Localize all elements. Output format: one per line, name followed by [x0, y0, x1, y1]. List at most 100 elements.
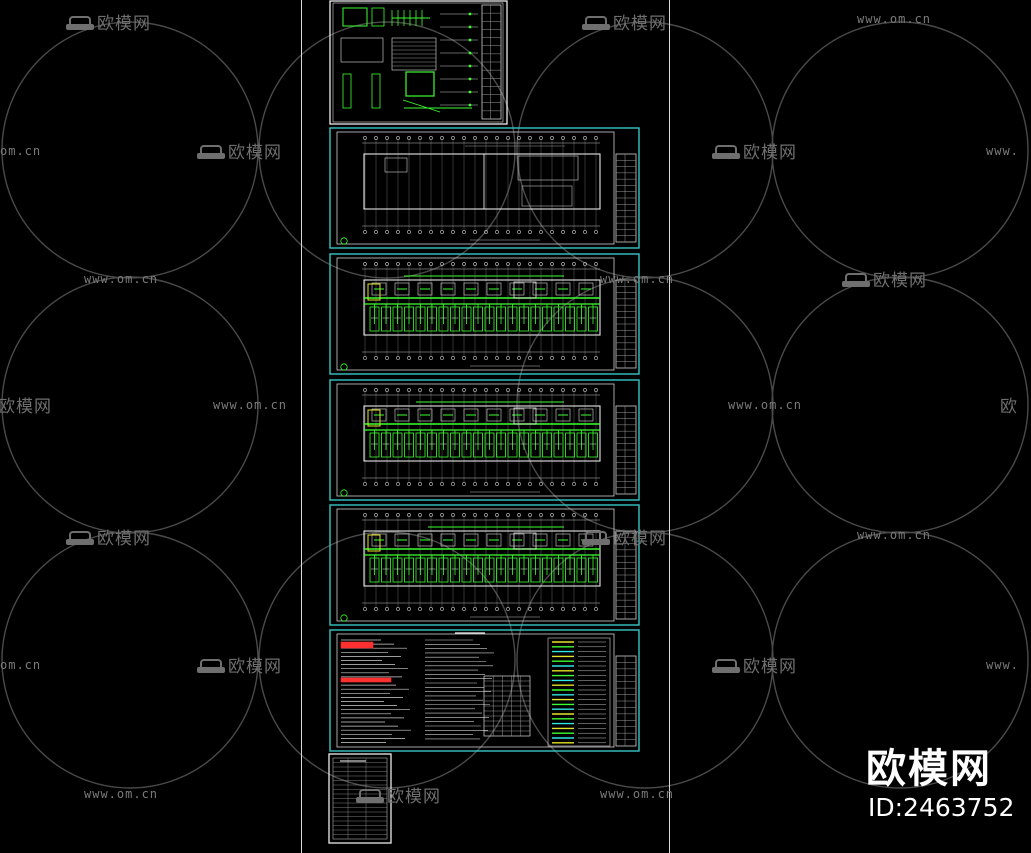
grid-bubble: [484, 262, 488, 266]
grid-bubble: [561, 607, 565, 611]
grid-bubble: [495, 388, 499, 392]
grid-bubble: [506, 388, 510, 392]
grid-bubble: [484, 607, 488, 611]
grid-bubble: [473, 482, 477, 486]
cad-rect: [371, 73, 381, 109]
watermark-logo-text: 欧模网: [873, 271, 927, 291]
grid-bubble: [517, 388, 521, 392]
grid-bubble: [363, 230, 367, 234]
sofa-logo-icon: [712, 145, 740, 159]
watermark-logo: 欧模网: [66, 524, 151, 549]
grid-bubble: [550, 136, 554, 140]
watermark-logo: 欧模网: [197, 652, 282, 677]
cad-rect: [363, 153, 601, 210]
grid-bubble: [539, 262, 543, 266]
grid-bubble: [528, 482, 532, 486]
grid-bubble: [451, 262, 455, 266]
grid-bubble: [517, 262, 521, 266]
grid-bubble: [561, 388, 565, 392]
grid-bubble: [374, 230, 378, 234]
grid-bubble: [385, 136, 389, 140]
cad-rect: [336, 508, 615, 622]
grid-bubble: [418, 513, 422, 517]
grid-bubble: [550, 388, 554, 392]
grid-bubble: [594, 262, 598, 266]
cad-rect: [329, 0, 508, 125]
watermark-logo: 欧模网: [582, 9, 667, 34]
grid-bubble: [572, 356, 576, 360]
grid-bubble: [473, 136, 477, 140]
grid-bubble: [440, 136, 444, 140]
cad-rect: [513, 407, 537, 425]
grid-bubble: [374, 356, 378, 360]
watermark-url: www.om.cn: [600, 787, 675, 801]
watermark-logo: 欧模网: [582, 524, 667, 549]
grid-bubble: [528, 513, 532, 517]
grid-bubble: [418, 482, 422, 486]
cad-rect: [329, 253, 640, 375]
grid-bubble: [462, 513, 466, 517]
cad-rect: [547, 637, 611, 747]
grid-bubble: [429, 230, 433, 234]
grid-bubble: [418, 230, 422, 234]
watermark-url: www.om.cn: [213, 398, 288, 412]
cad-rect: [417, 533, 433, 547]
grid-bubble: [451, 482, 455, 486]
cad-rect: [486, 408, 502, 422]
cad-rect: [371, 533, 387, 547]
sofa-logo-icon: [356, 789, 384, 803]
cad-rect: [336, 257, 615, 371]
sofa-logo-icon: [582, 16, 610, 30]
watermark-circle: [516, 276, 774, 534]
symbol-dot: [468, 77, 472, 81]
cad-rect: [417, 282, 433, 296]
grid-bubble: [495, 607, 499, 611]
cad-rect: [555, 408, 571, 422]
grid-bubble: [429, 388, 433, 392]
grid-bubble: [440, 388, 444, 392]
grid-bubble: [539, 482, 543, 486]
grid-bubble: [407, 388, 411, 392]
cad-rect: [371, 7, 385, 27]
cad-rect: [513, 281, 537, 299]
cad-rect: [342, 73, 352, 109]
grid-bubble: [429, 136, 433, 140]
watermark-logo-text: 欧模网: [97, 14, 151, 34]
grid-bubble: [418, 607, 422, 611]
cad-rect: [363, 279, 601, 336]
schedule-sheet: [328, 753, 392, 844]
grid-bubble: [583, 388, 587, 392]
grid-bubble: [396, 262, 400, 266]
grid-bubble: [550, 513, 554, 517]
grid-bubble: [374, 513, 378, 517]
sofa-logo-icon: [197, 145, 225, 159]
sofa-logo-icon: [66, 531, 94, 545]
grid-bubble: [473, 262, 477, 266]
grid-bubble: [561, 482, 565, 486]
design-notes-sheet: [329, 629, 640, 752]
grid-bubble: [506, 262, 510, 266]
grid-bubble: [429, 482, 433, 486]
grid-bubble: [363, 607, 367, 611]
grid-bubble: [374, 607, 378, 611]
symbol-dot: [468, 25, 472, 29]
watermark-circle: [1, 276, 259, 534]
grid-bubble: [473, 513, 477, 517]
grid-bubble: [440, 513, 444, 517]
grid-bubble: [429, 607, 433, 611]
north-arrow: [340, 363, 348, 371]
grid-bubble: [484, 356, 488, 360]
grid-bubble: [594, 607, 598, 611]
cad-rect: [440, 533, 456, 547]
cad-rect: [336, 633, 615, 748]
grid-bubble: [363, 388, 367, 392]
watermark-url: www.: [986, 658, 1019, 672]
grid-bubble: [517, 482, 521, 486]
grid-bubble: [572, 482, 576, 486]
brand-title: 欧模网: [866, 746, 992, 792]
grid-bubble: [539, 136, 543, 140]
grid-bubble: [484, 482, 488, 486]
grid-bubble: [440, 262, 444, 266]
grid-bubble: [462, 230, 466, 234]
